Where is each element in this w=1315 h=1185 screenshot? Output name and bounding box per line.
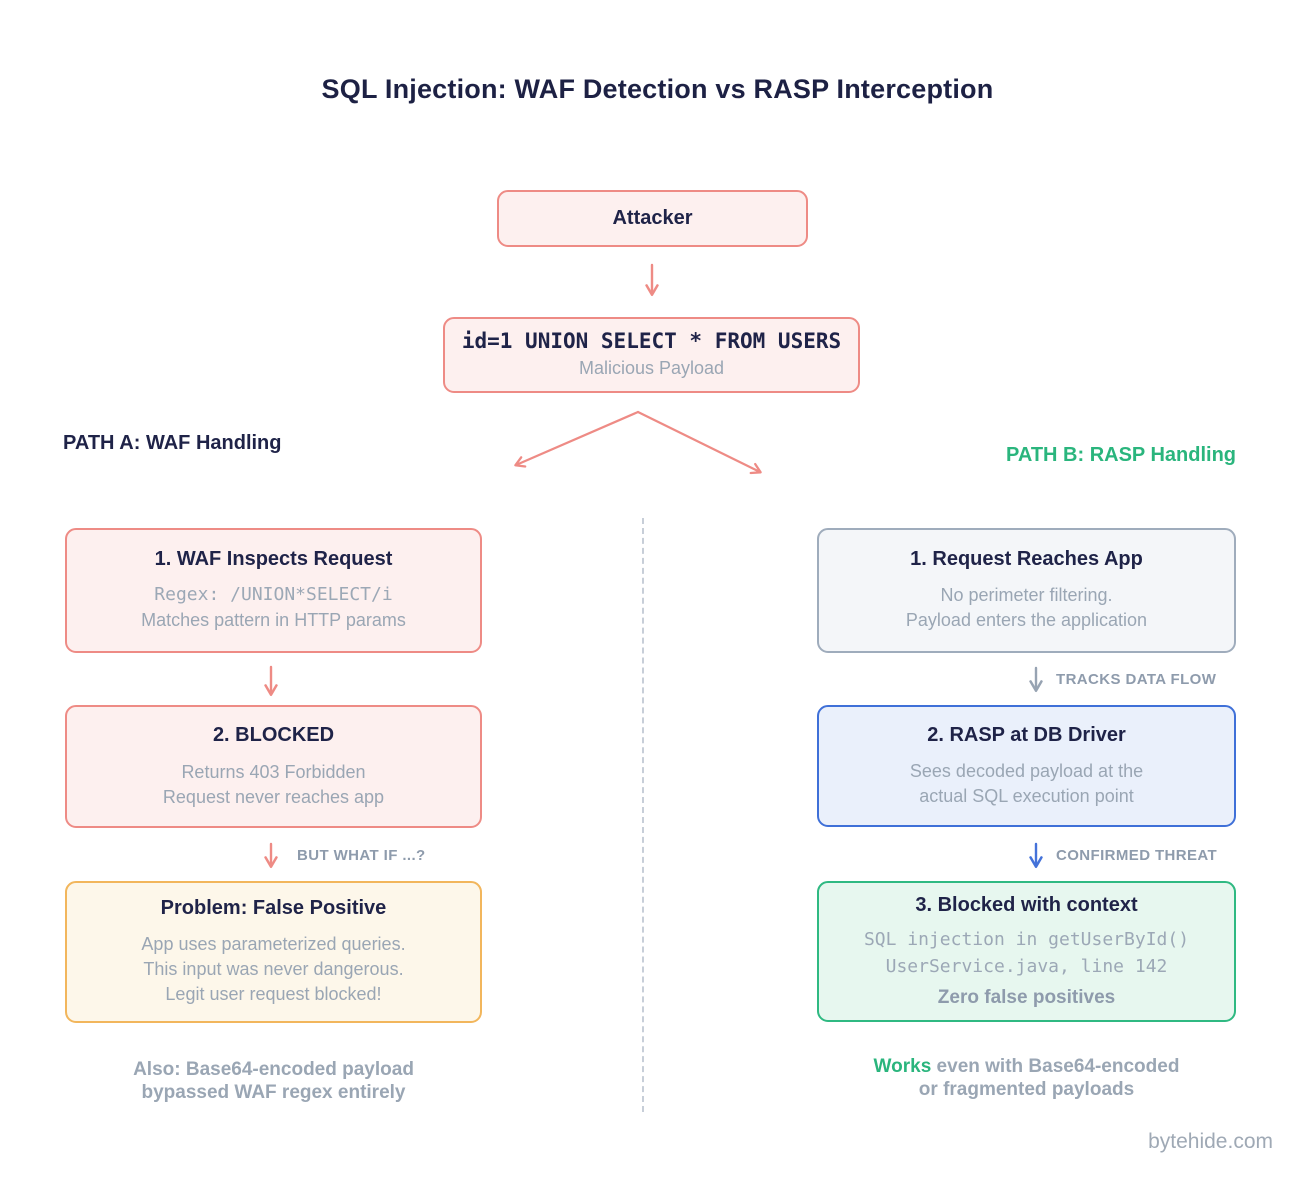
arrow-down-icon: [645, 263, 659, 297]
watermark: bytehide.com: [1148, 1130, 1273, 1153]
waf-step2-line1: Returns 403 Forbidden: [181, 761, 366, 782]
works-highlight: Works: [873, 1056, 932, 1077]
blocked-context-code1: SQL injection in getUserById(): [863, 929, 1190, 950]
path-b-footer-line1: Works even with Base64-encoded: [817, 1055, 1236, 1078]
attacker-node: Attacker: [497, 190, 808, 247]
but-what-if-label: BUT WHAT IF ...?: [297, 847, 426, 864]
arrow-down-icon: [264, 842, 278, 869]
rasp-step1-node: 1. Request Reaches App No perimeter filt…: [817, 528, 1236, 653]
confirmed-threat-label: CONFIRMED THREAT: [1056, 847, 1218, 864]
rasp-step2-title: 2. RASP at DB Driver: [927, 723, 1126, 746]
path-a-footer-line2: bypassed WAF regex entirely: [141, 1082, 406, 1103]
path-b-footer-rest: even with Base64-encoded: [931, 1056, 1180, 1077]
path-b-footer: Works even with Base64-encoded or fragme…: [817, 1055, 1236, 1101]
tracks-data-flow-label: TRACKS DATA FLOW: [1056, 671, 1217, 688]
false-positive-line3: Legit user request blocked!: [165, 984, 382, 1004]
arrow-down-icon: [1029, 666, 1043, 693]
blocked-context-title: 3. Blocked with context: [915, 894, 1138, 916]
rasp-step2-node: 2. RASP at DB Driver Sees decoded payloa…: [817, 705, 1236, 827]
waf-step2-line2: Request never reaches app: [162, 786, 385, 807]
path-a-footer-line1: Also: Base64-encoded payload: [133, 1059, 414, 1080]
false-positive-title: Problem: False Positive: [160, 897, 387, 919]
rasp-step2-line1: Sees decoded payload at the: [909, 760, 1144, 781]
payload-node: id=1 UNION SELECT * FROM USERS Malicious…: [443, 317, 860, 393]
split-arrows-icon: [514, 410, 762, 475]
blocked-context-node: 3. Blocked with context SQL injection in…: [817, 881, 1236, 1022]
false-positive-line1: App uses parameterized queries.: [141, 934, 406, 954]
waf-step1-node: 1. WAF Inspects Request Regex: /UNION*SE…: [65, 528, 482, 653]
attacker-label: Attacker: [612, 207, 693, 229]
rasp-step2-line2: actual SQL execution point: [919, 785, 1134, 806]
path-a-label: PATH A: WAF Handling: [63, 432, 282, 454]
payload-code: id=1 UNION SELECT * FROM USERS: [461, 329, 842, 353]
waf-step2-title: 2. BLOCKED: [212, 723, 335, 746]
blocked-context-code2: UserService.java, line 142: [885, 956, 1168, 977]
arrow-down-icon: [264, 665, 278, 697]
payload-caption: Malicious Payload: [578, 358, 725, 378]
center-divider: [642, 518, 644, 1112]
false-positive-node: Problem: False Positive App uses paramet…: [65, 881, 482, 1023]
path-b-footer-line2: or fragmented payloads: [918, 1079, 1135, 1100]
waf-step1-regex: Regex: /UNION*SELECT/i: [154, 584, 393, 605]
false-positive-line2: This input was never dangerous.: [143, 959, 404, 979]
waf-step1-title: 1. WAF Inspects Request: [154, 548, 393, 570]
rasp-step1-line2: Payload enters the application: [905, 610, 1148, 630]
rasp-step1-title: 1. Request Reaches App: [910, 548, 1143, 570]
waf-step1-line: Matches pattern in HTTP params: [141, 610, 406, 630]
path-a-footer: Also: Base64-encoded payload bypassed WA…: [65, 1058, 482, 1104]
page-title: SQL Injection: WAF Detection vs RASP Int…: [321, 74, 994, 104]
zero-false-positives: Zero false positives: [937, 987, 1116, 1008]
arrow-down-icon: [1029, 842, 1043, 869]
waf-step2-node: 2. BLOCKED Returns 403 Forbidden Request…: [65, 705, 482, 828]
rasp-step1-line1: No perimeter filtering.: [940, 585, 1113, 605]
path-b-label: PATH B: RASP Handling: [1006, 444, 1236, 466]
